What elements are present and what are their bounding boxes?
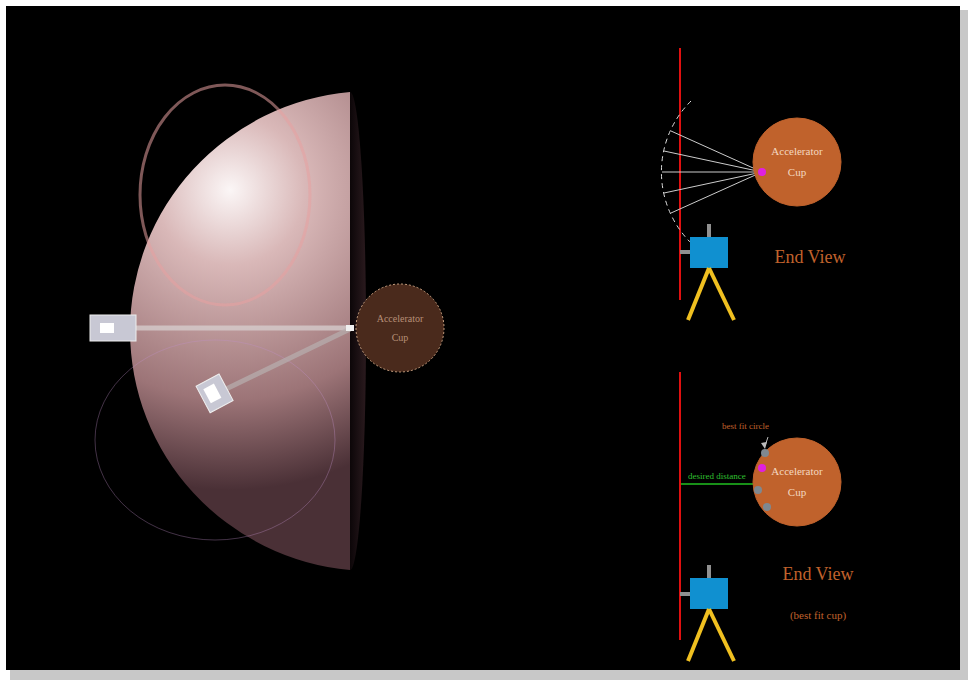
sensor-window: [203, 384, 221, 404]
view-title: End View: [774, 248, 845, 268]
sphere-reflection: [95, 340, 335, 540]
tripod-leg: [709, 268, 734, 320]
camera-body: [690, 578, 728, 609]
view-title: End View: [782, 565, 853, 585]
circle-outline: [752, 117, 842, 207]
reference-line: [679, 372, 681, 640]
tripod-leg: [709, 609, 734, 661]
cup-circle: Accelerator Cup: [355, 283, 445, 373]
sensor-box: [196, 374, 233, 413]
cup-label: Accelerator Cup: [369, 309, 431, 347]
scan-rays: [662, 131, 762, 213]
callout-label: best fit circle: [722, 422, 769, 432]
cup-circle: Accelerator Cup: [752, 117, 842, 207]
view-subtitle: (best fit cup): [790, 609, 846, 621]
page-ground: [6, 6, 960, 670]
camera-body: [690, 237, 728, 268]
dimension-label: desired distance: [688, 472, 746, 482]
leader-arrowhead: [761, 442, 767, 449]
circle-outline: [752, 437, 842, 527]
probe-tip: [346, 325, 354, 331]
probe-rod: [132, 326, 350, 331]
cup-circle: Accelerator Cup: [752, 437, 842, 527]
cup-label: Accelerator Cup: [766, 141, 828, 183]
sensor-box: [90, 315, 136, 341]
circle-outline: [355, 283, 445, 373]
sphere-reflection: [140, 85, 310, 305]
probe-rod: [224, 329, 350, 390]
half-sphere: [130, 92, 350, 570]
tripod-leg: [688, 609, 709, 661]
camera-post: [707, 565, 711, 578]
camera-post: [707, 224, 711, 237]
cup-label: Accelerator Cup: [766, 461, 828, 503]
sensor-window: [100, 323, 114, 333]
distance-line: [681, 483, 758, 485]
reference-line: [679, 48, 681, 300]
tripod-leg: [688, 268, 709, 320]
